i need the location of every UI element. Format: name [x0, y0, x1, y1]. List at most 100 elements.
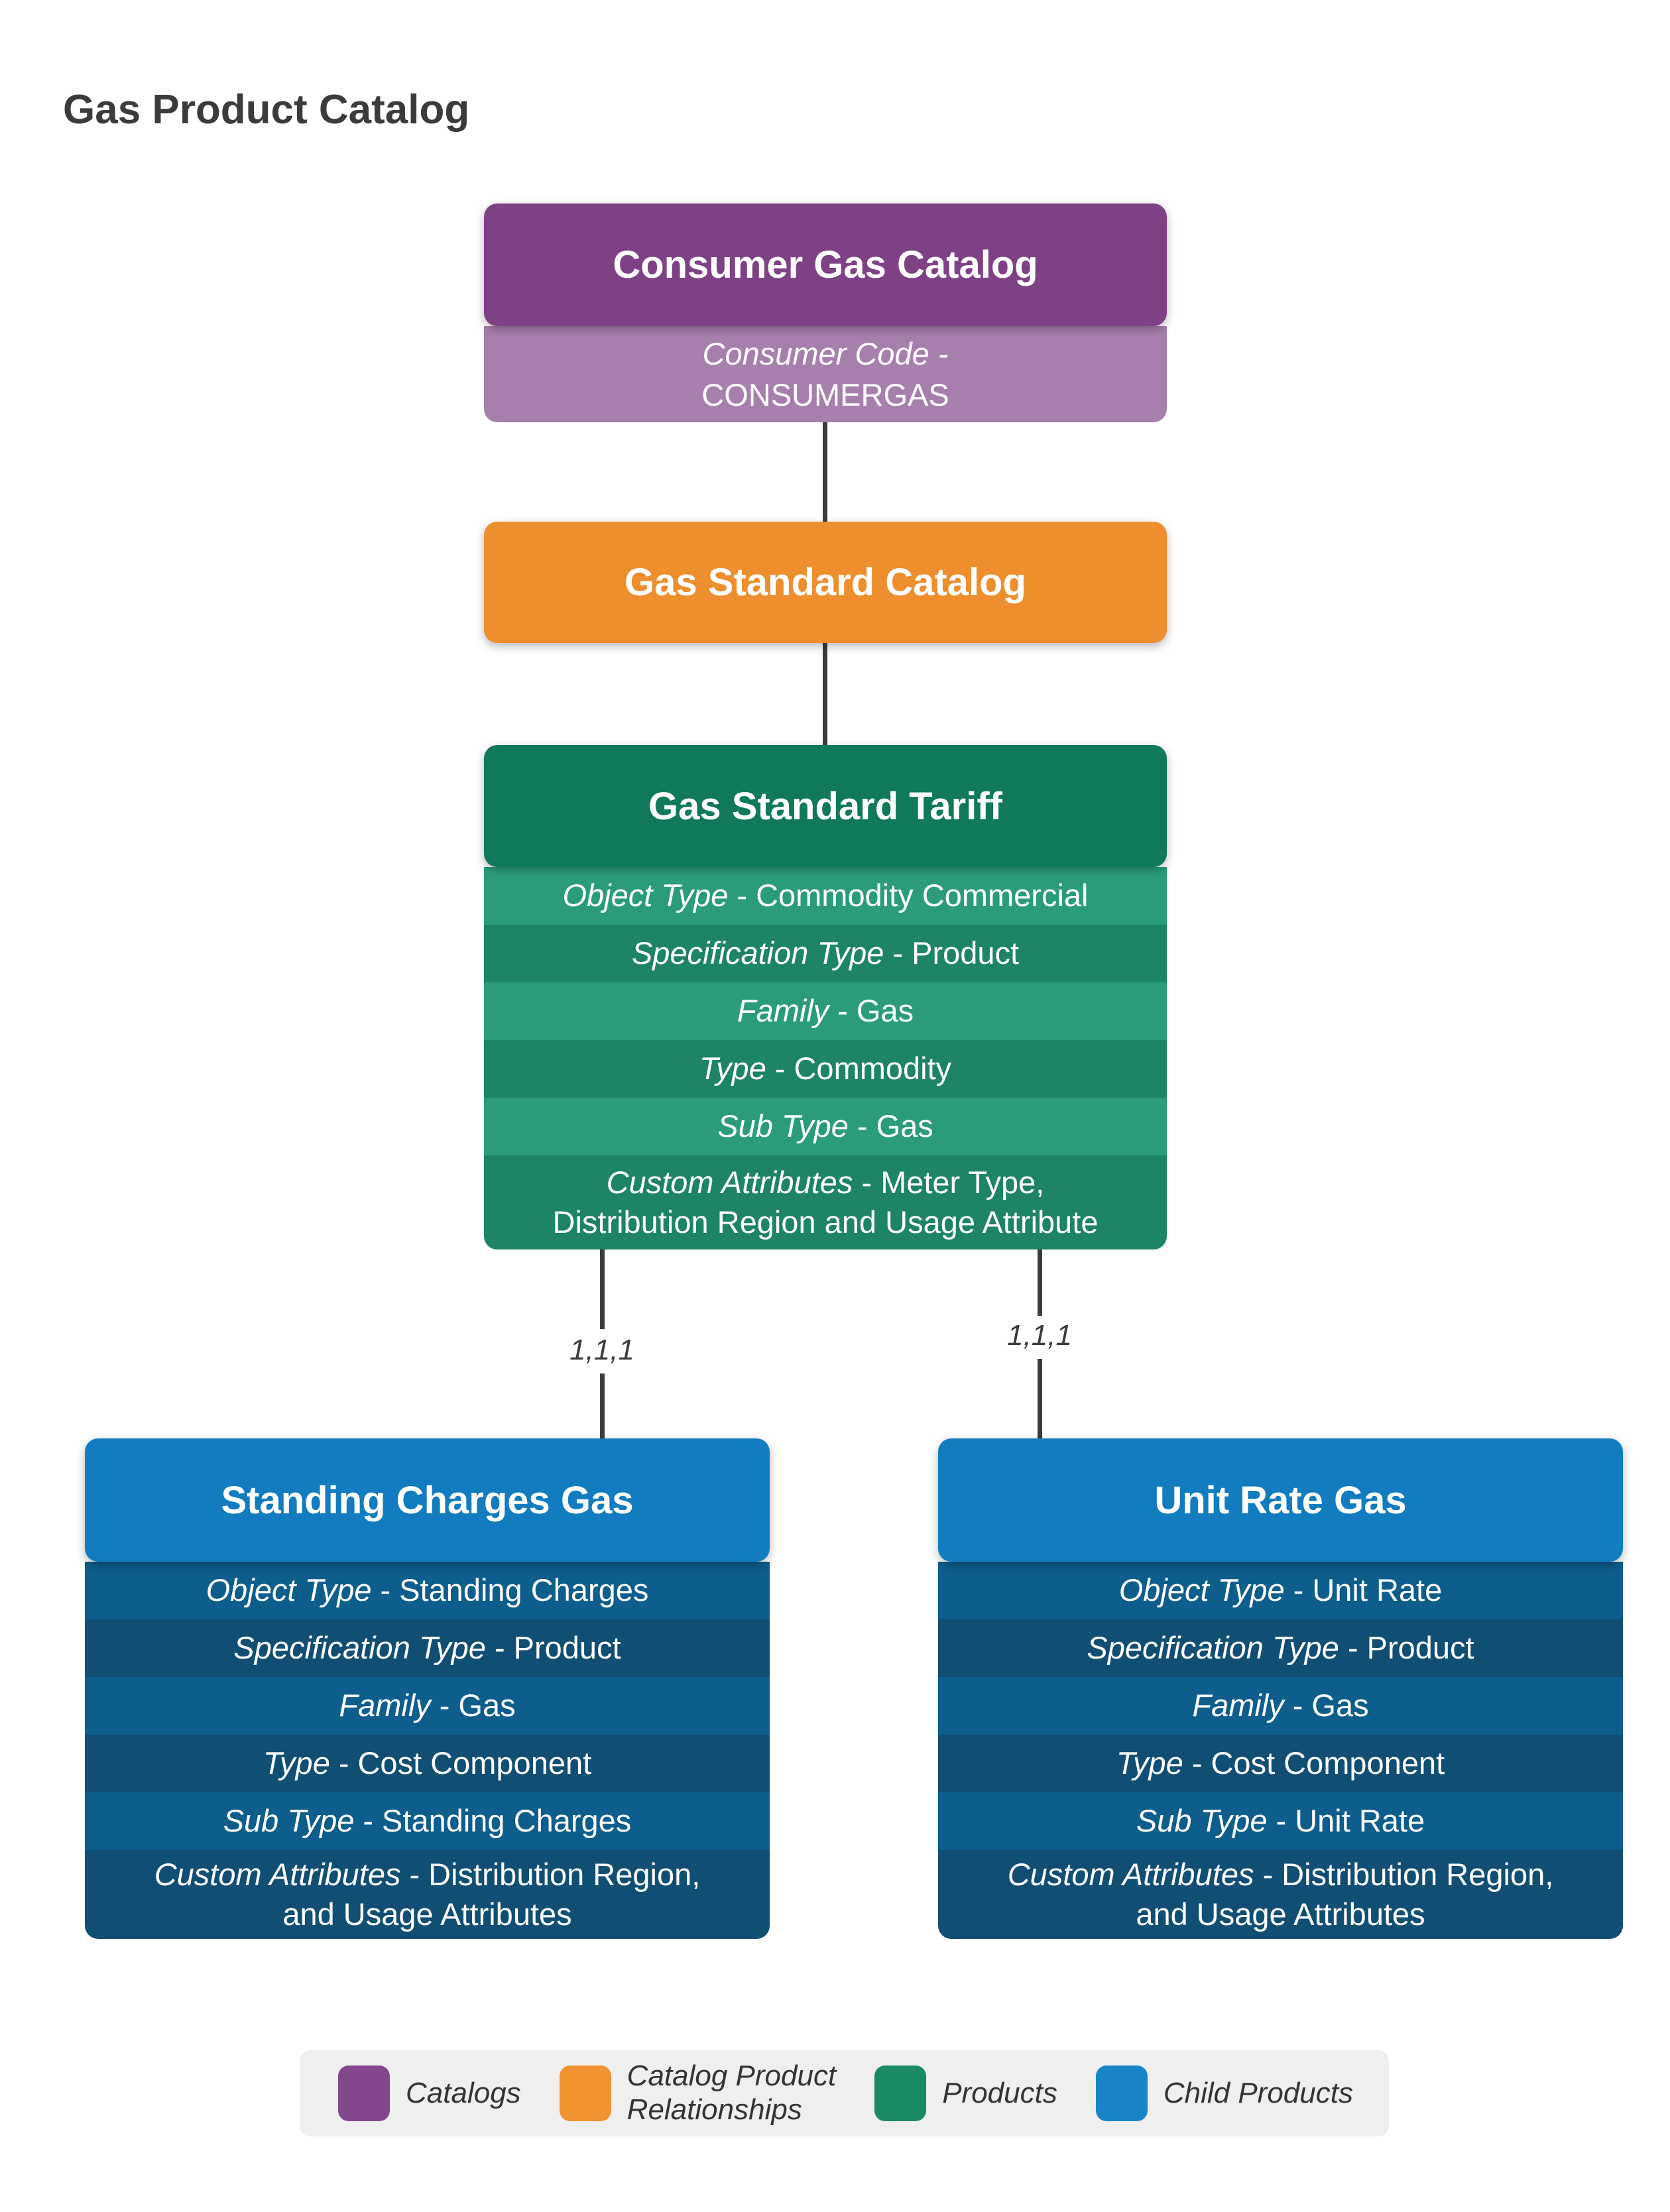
attribute-value: Commodity Commercial	[756, 878, 1089, 913]
attribute-name: Family	[1192, 1688, 1284, 1723]
attribute-value: Product	[513, 1630, 621, 1666]
attribute-separator: -	[338, 1745, 349, 1781]
attribute-row: Custom Attributes-Meter Type, Distributi…	[484, 1155, 1167, 1250]
node-gas-standard-tariff: Gas Standard Tariff Object Type-Commodit…	[484, 745, 1167, 1250]
attribute-row: Specification Type-Product	[938, 1619, 1623, 1677]
attribute-name: Sub Type	[223, 1803, 355, 1839]
attribute-separator: -	[837, 993, 848, 1029]
attribute-name: Object Type	[562, 878, 729, 913]
connector-tariff-to-unitrate-bottom	[1038, 1359, 1042, 1438]
attribute-separator: -	[892, 935, 904, 971]
attribute-value: Gas	[1311, 1688, 1369, 1723]
attribute-row: Sub Type-Unit Rate	[938, 1792, 1623, 1850]
attribute-row: Object Type-Commodity Commercial	[484, 867, 1167, 925]
attribute-name: Specification Type	[1087, 1630, 1339, 1666]
attribute-value: Standing Charges	[382, 1803, 632, 1839]
attribute-value: Gas	[876, 1108, 933, 1144]
node-unit-rate-gas: Unit Rate Gas Object Type-Unit Rate Spec…	[938, 1438, 1623, 1939]
attribute-separator: -	[1262, 1856, 1274, 1892]
attribute-value: Product	[1366, 1630, 1474, 1666]
attribute-separator: -	[363, 1803, 374, 1839]
attribute-separator: -	[380, 1572, 391, 1608]
attribute-name: Specification Type	[233, 1630, 486, 1666]
attribute-name: Type	[699, 1051, 766, 1086]
connector-tariff-to-standing-top	[600, 1250, 605, 1329]
attribute-row: Family-Gas	[85, 1677, 770, 1735]
node-consumer-gas-catalog: Consumer Gas Catalog Consumer Code - CON…	[484, 204, 1167, 422]
legend-label: Catalog Product Relationships	[626, 2060, 837, 2126]
attribute-value: Cost Component	[357, 1745, 592, 1781]
attribute-separator: -	[439, 1688, 450, 1723]
attribute-row: Type-Commodity	[484, 1040, 1167, 1098]
legend: Catalogs Catalog Product Relationships P…	[300, 2050, 1389, 2136]
attribute-value: Distribution Region, and Usage Attribute…	[1136, 1856, 1554, 1932]
attribute-name: Sub Type	[717, 1108, 849, 1144]
attribute-value: Standing Charges	[399, 1572, 649, 1608]
node-standing-charges-gas-header: Standing Charges Gas	[85, 1438, 770, 1562]
node-consumer-gas-catalog-attribute: Consumer Code - CONSUMERGAS	[484, 326, 1167, 422]
node-gas-standard-catalog: Gas Standard Catalog	[484, 522, 1167, 643]
catalogs-swatch-icon	[338, 2066, 390, 2121]
attribute-value: Product	[912, 935, 1020, 971]
consumer-code-label: Consumer Code -	[702, 336, 949, 372]
attribute-row: Family-Gas	[484, 982, 1167, 1040]
node-consumer-gas-catalog-header: Consumer Gas Catalog	[484, 204, 1167, 326]
attribute-row: Object Type-Unit Rate	[938, 1562, 1623, 1619]
attribute-separator: -	[1293, 1572, 1304, 1608]
page-title: Gas Product Catalog	[63, 86, 470, 133]
legend-item-products: Products	[874, 2066, 1057, 2121]
attribute-name: Family	[737, 993, 829, 1029]
attribute-separator: -	[1347, 1630, 1358, 1666]
attribute-name: Custom Attributes	[606, 1164, 853, 1200]
connector-consumer-to-standard	[823, 422, 827, 522]
attribute-value: Cost Component	[1211, 1745, 1445, 1781]
attribute-row: Custom Attributes-Distribution Region, a…	[85, 1850, 770, 1939]
legend-item-catalogs: Catalogs	[338, 2066, 521, 2121]
attribute-separator: -	[774, 1051, 786, 1086]
attribute-name: Custom Attributes	[154, 1856, 401, 1892]
attribute-separator: -	[1292, 1688, 1303, 1723]
connector-standard-to-tariff	[823, 643, 827, 745]
attribute-name: Type	[263, 1745, 330, 1781]
attribute-row: Sub Type-Standing Charges	[85, 1792, 770, 1850]
legend-label: Child Products	[1163, 2076, 1353, 2109]
connector-tariff-to-standing-bottom	[600, 1373, 605, 1438]
attribute-value: Unit Rate	[1312, 1572, 1443, 1608]
legend-label: Catalogs	[406, 2076, 521, 2109]
attribute-separator: -	[861, 1164, 872, 1200]
attribute-row: Custom Attributes-Distribution Region, a…	[938, 1850, 1623, 1939]
attribute-name: Sub Type	[1136, 1803, 1268, 1839]
attribute-value: Distribution Region, and Usage Attribute…	[282, 1856, 701, 1932]
attribute-separator: -	[1191, 1745, 1203, 1781]
attribute-separator: -	[494, 1630, 505, 1666]
cardinality-label-right: 1,1,1	[1007, 1319, 1072, 1352]
node-standing-charges-gas: Standing Charges Gas Object Type-Standin…	[85, 1438, 770, 1939]
node-gas-standard-catalog-header: Gas Standard Catalog	[484, 522, 1167, 643]
attribute-row: Type-Cost Component	[938, 1735, 1623, 1792]
attribute-name: Custom Attributes	[1007, 1856, 1254, 1892]
attribute-value: Meter Type, Distribution Region and Usag…	[552, 1164, 1099, 1240]
legend-item-catalog-product-relationships: Catalog Product Relationships	[559, 2060, 837, 2126]
legend-item-child-products: Child Products	[1095, 2066, 1353, 2121]
attribute-separator: -	[857, 1108, 868, 1144]
node-gas-standard-tariff-header: Gas Standard Tariff	[484, 745, 1167, 867]
legend-label: Products	[942, 2076, 1057, 2109]
attribute-value: Unit Rate	[1295, 1803, 1425, 1839]
attribute-name: Type	[1116, 1745, 1183, 1781]
attribute-row: Specification Type-Product	[484, 925, 1167, 982]
attribute-row: Specification Type-Product	[85, 1619, 770, 1677]
attribute-separator: -	[737, 878, 748, 913]
node-unit-rate-gas-header: Unit Rate Gas	[938, 1438, 1623, 1562]
attribute-name: Object Type	[206, 1572, 372, 1608]
attribute-row: Object Type-Standing Charges	[85, 1562, 770, 1619]
attribute-value: Gas	[458, 1688, 516, 1723]
attribute-row: Type-Cost Component	[85, 1735, 770, 1792]
attribute-name: Specification Type	[631, 935, 884, 971]
consumer-code-value: CONSUMERGAS	[701, 377, 949, 412]
attribute-value: Gas	[856, 993, 914, 1029]
catalog-product-relationships-swatch-icon	[559, 2066, 611, 2121]
child-products-swatch-icon	[1095, 2066, 1148, 2121]
attribute-row: Sub Type-Gas	[484, 1098, 1167, 1155]
attribute-name: Object Type	[1118, 1572, 1285, 1608]
